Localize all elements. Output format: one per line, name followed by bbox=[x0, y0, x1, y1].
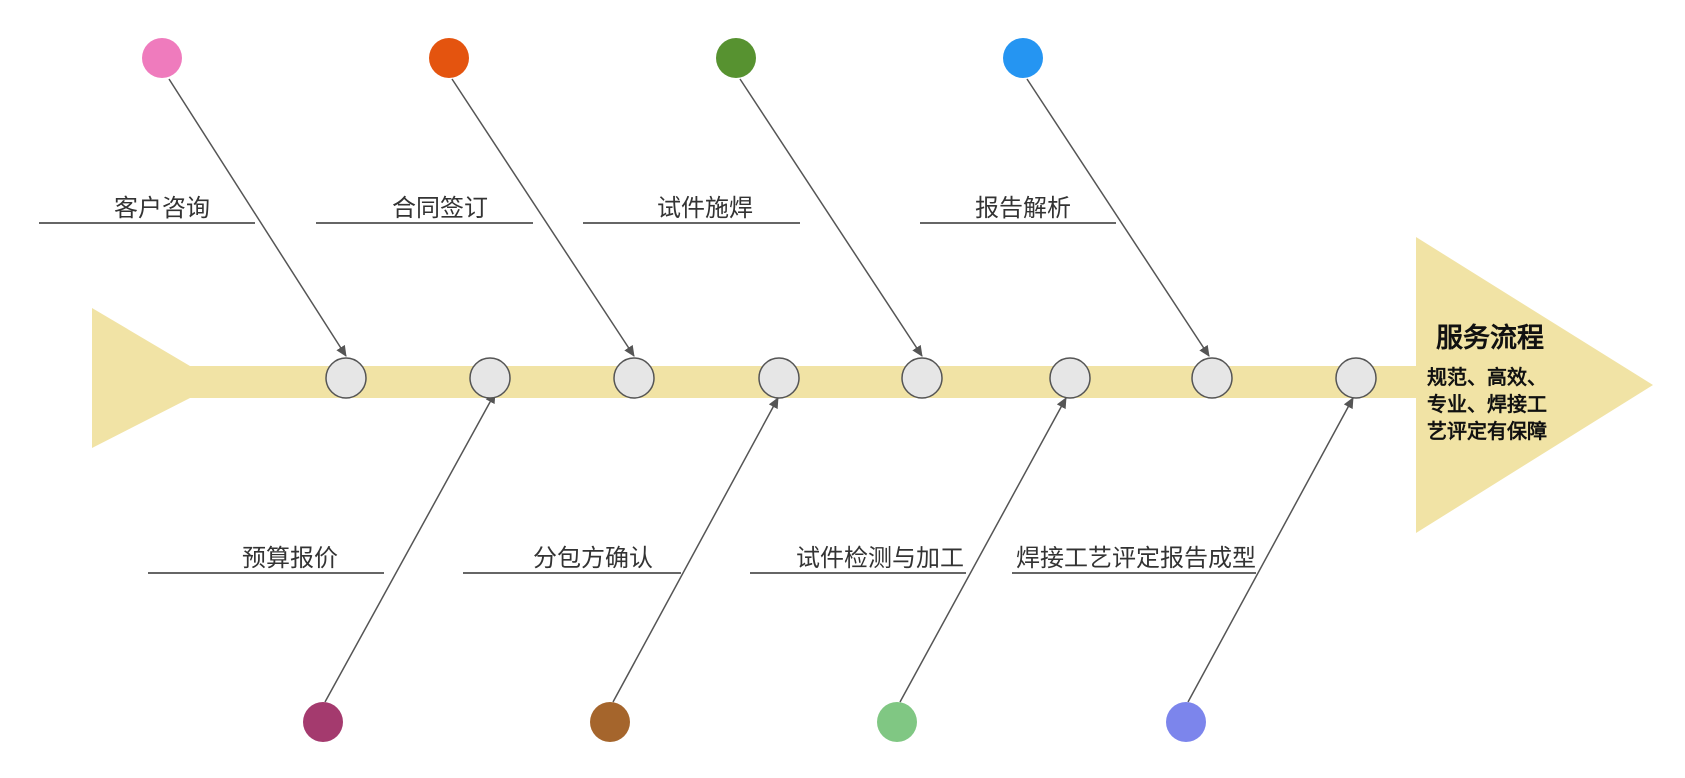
step-label: 试件施焊 bbox=[657, 194, 753, 222]
step-label: 预算报价 bbox=[242, 544, 338, 572]
spine-node bbox=[325, 357, 367, 399]
spine-node bbox=[469, 357, 511, 399]
spine-node bbox=[901, 357, 943, 399]
step-group: 试件施焊 bbox=[583, 38, 943, 399]
step-group: 客户咨询 bbox=[39, 38, 367, 399]
fish-head bbox=[1416, 237, 1653, 533]
head-subtitle-line-3: 艺评定有保障 bbox=[1427, 419, 1547, 443]
spine-bar bbox=[150, 366, 1450, 398]
step-group: 合同签订 bbox=[316, 38, 655, 399]
step-label: 客户咨询 bbox=[114, 194, 210, 222]
connector-arrow bbox=[1026, 78, 1210, 357]
connector-arrow bbox=[1187, 397, 1354, 703]
spine-node bbox=[1049, 357, 1091, 399]
step-label: 试件检测与加工 bbox=[796, 544, 964, 572]
step-group: 焊接工艺评定报告成型 bbox=[1012, 357, 1377, 742]
step-color-dot bbox=[877, 702, 917, 742]
connector-arrow bbox=[739, 78, 923, 357]
connector-arrow bbox=[168, 78, 347, 357]
step-label: 焊接工艺评定报告成型 bbox=[1016, 544, 1256, 572]
connector-arrow bbox=[451, 78, 635, 357]
connector-arrow bbox=[612, 397, 779, 703]
step-group: 报告解析 bbox=[920, 38, 1233, 399]
head-subtitle-line-1: 规范、高效、 bbox=[1427, 365, 1547, 389]
step-color-dot bbox=[716, 38, 756, 78]
spine-node bbox=[758, 357, 800, 399]
step-group: 分包方确认 bbox=[463, 357, 800, 742]
connector-arrow bbox=[324, 392, 496, 703]
step-label: 报告解析 bbox=[975, 194, 1071, 222]
step-color-dot bbox=[303, 702, 343, 742]
fish-tail bbox=[92, 308, 190, 448]
step-label: 分包方确认 bbox=[533, 544, 653, 572]
step-color-dot bbox=[1003, 38, 1043, 78]
step-color-dot bbox=[1166, 702, 1206, 742]
step-group: 试件检测与加工 bbox=[750, 357, 1091, 742]
connector-arrow bbox=[899, 397, 1067, 703]
spine-node bbox=[1335, 357, 1377, 399]
head-title: 服务流程 bbox=[1436, 323, 1544, 354]
spine-node bbox=[613, 357, 655, 399]
step-label: 合同签订 bbox=[392, 194, 488, 222]
step-color-dot bbox=[590, 702, 630, 742]
step-color-dot bbox=[429, 38, 469, 78]
step-color-dot bbox=[142, 38, 182, 78]
head-subtitle-line-2: 专业、焊接工 bbox=[1427, 392, 1547, 416]
step-group: 预算报价 bbox=[148, 357, 511, 742]
spine-node bbox=[1191, 357, 1233, 399]
